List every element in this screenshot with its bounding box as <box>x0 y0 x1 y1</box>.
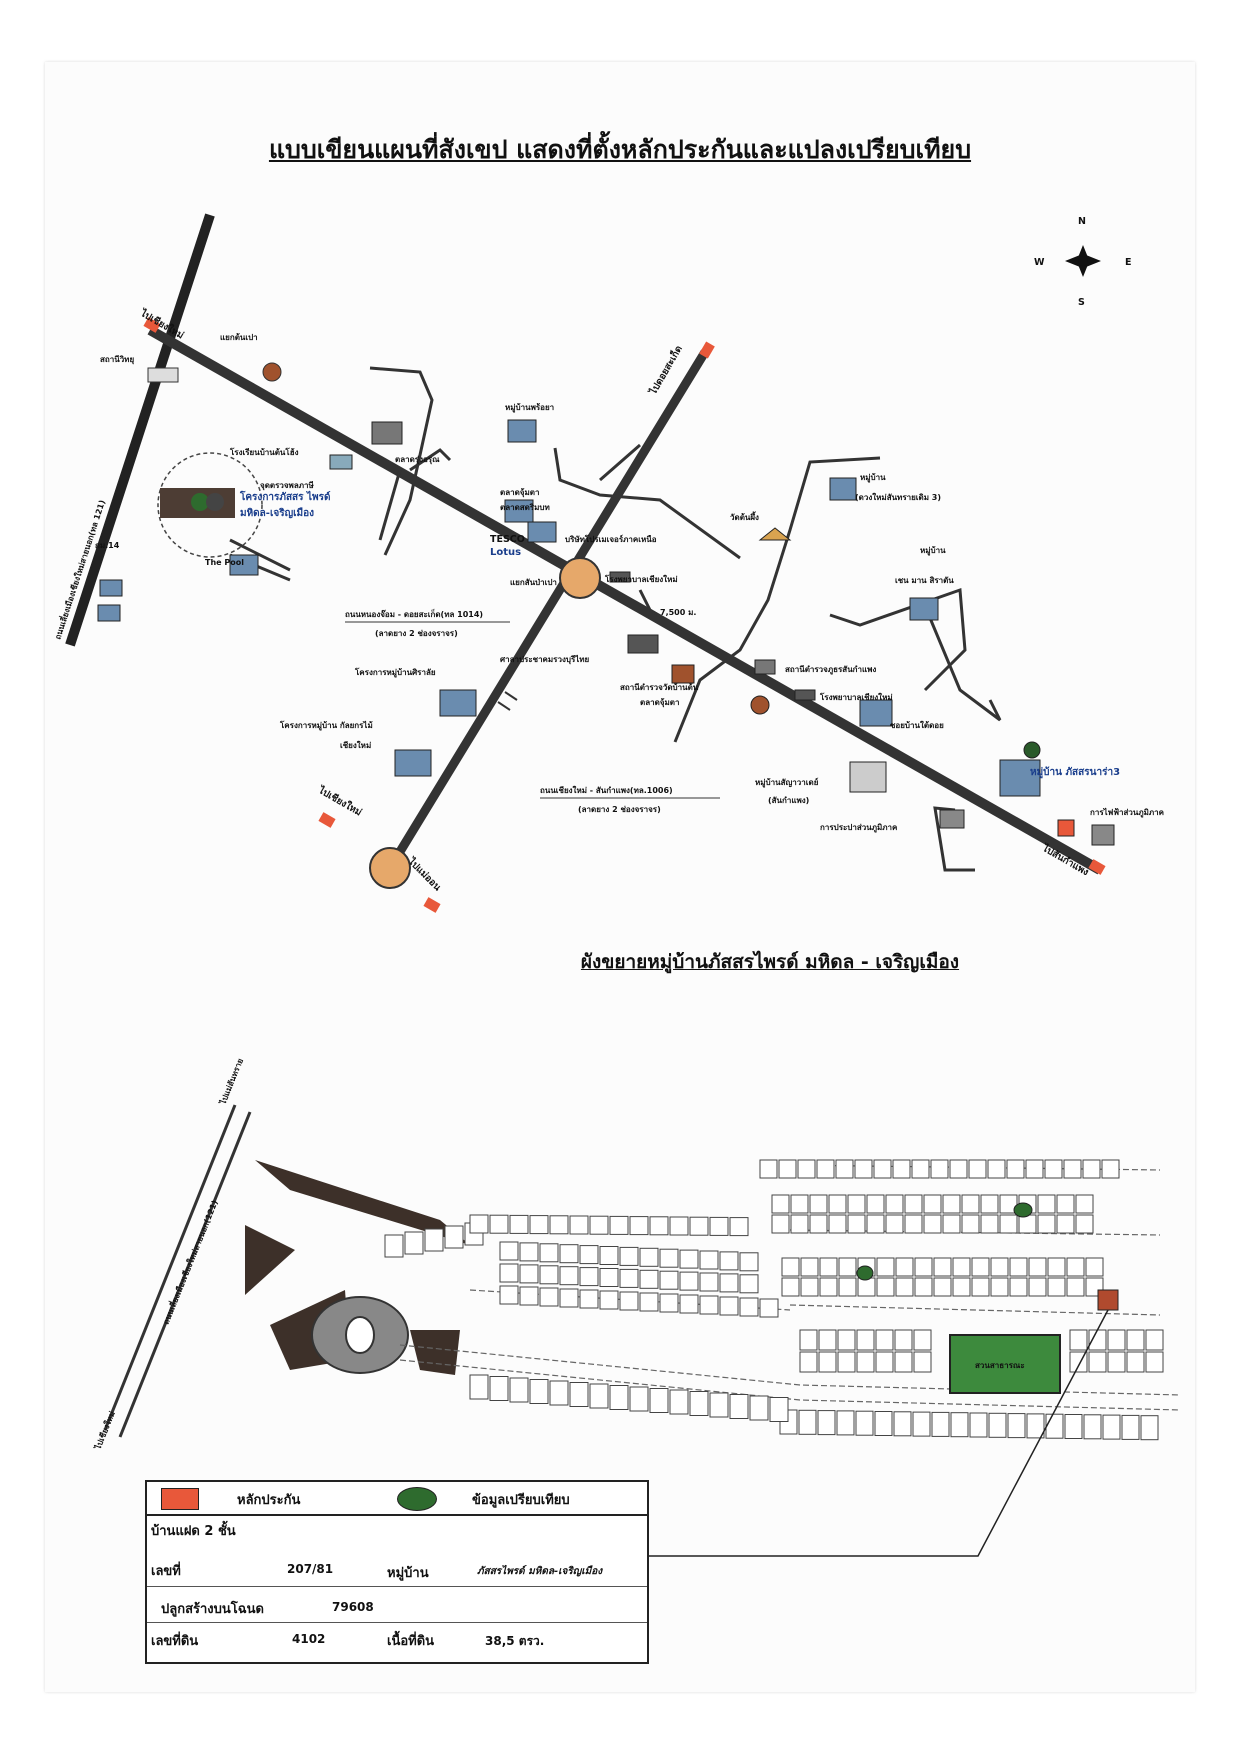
label-market: ตลาดจุ้มตา <box>500 487 539 498</box>
legend-village-label: หมู่บ้าน <box>387 1566 429 1581</box>
road-break <box>497 691 518 711</box>
label-police: สถานีตำรวจวัดบ้านต้น <box>620 682 699 692</box>
label-village-east: หมู่บ้าน <box>860 472 886 483</box>
highway-1014 <box>386 349 709 871</box>
label-company: บริษัทโปรเมเจอร์ภาคเหนือ <box>565 534 657 544</box>
label-village-pk2: (สันกำแพง) <box>768 796 809 805</box>
roundabout-center <box>559 557 601 599</box>
label-to-maeon: ไปแม่ออน <box>405 855 444 894</box>
label-village-siri: หมู่บ้าน <box>920 545 946 556</box>
project-zone <box>157 452 263 558</box>
label-road-1014-b: (ลาดยาง 2 ช่องจราจร) <box>375 629 458 638</box>
legend-type: บ้านแฝด 2 ชั้น <box>151 1524 236 1539</box>
legend-deed-value: 79608 <box>332 1600 374 1614</box>
location-map: N S W E ไปเชียงใหม่ ไปดอยสะเก็ด ไปเชียงใ… <box>51 213 1164 913</box>
legend-area-label: เนื้อที่ดิน <box>387 1634 435 1649</box>
highway-1006 <box>147 325 1103 875</box>
label-km14: กม.14 <box>95 541 120 550</box>
landmark-icons <box>97 362 1115 846</box>
label-village-siri-2: เชน มาน สิราตัน <box>895 576 954 585</box>
label-station: สถานีตำรวจภูธรสันกำแพง <box>785 664 876 675</box>
label-fair-school: โรงพยาบาลเชียงใหม่ <box>604 574 678 584</box>
roundabout-south <box>369 847 411 889</box>
label-road-1006-b: (ลาดยาง 2 ช่องจราจร) <box>578 805 661 814</box>
label-project-1: โครงการภัสสร ไพรด์ <box>239 490 331 503</box>
collateral-swatch <box>161 1488 199 1510</box>
label-big-market: ตลาดรุ่งอรุณ <box>395 455 440 465</box>
legend-no-label: เลขที่ <box>151 1564 181 1579</box>
compare-swatch <box>397 1487 437 1511</box>
legend-collateral-label: หลักประกัน <box>237 1493 301 1508</box>
label-pea: การประปาส่วนภูมิภาค <box>820 823 897 833</box>
label-village-project-b2: เชียงใหม่ <box>340 740 371 750</box>
label-distance: 7,500 ม. <box>660 608 696 617</box>
label-lotus: Lotus <box>490 547 521 558</box>
map-title: แบบเขียนแผนที่สังเขป แสดงที่ตั้งหลักประก… <box>268 135 972 164</box>
label-village-right: หมู่บ้าน ภัสสรนาร่า3 <box>1030 766 1120 779</box>
legend-land-no-value: 4102 <box>292 1632 326 1646</box>
label-soi: ซอยบ้านใต้ดอย <box>890 720 944 730</box>
legend-area-value: 38,5 ตรว. <box>485 1634 545 1648</box>
label-village-east-2: (ดวงใหม่สันทรายเดิม 3) <box>855 492 941 502</box>
collateral-marker <box>206 493 224 511</box>
label-project-2: มหิดล-เจริญเมือง <box>240 507 314 519</box>
label-temple-2: ศาลาประชาคมรวงบุรีไทย <box>500 654 590 665</box>
label-market-small: ตลาดจุ้มตา <box>640 697 679 708</box>
layout-title: ผังขยายหมู่บ้านภัสสรไพรด์ มหิดล - เจริญเ… <box>580 951 960 973</box>
legend-village-value: ภัสสรไพรด์ มหิดล-เจริญเมือง <box>477 1566 603 1577</box>
label-pool: The Pool <box>205 558 244 567</box>
label-tesco: TESCO <box>490 534 525 545</box>
road-end-markers <box>143 317 1106 913</box>
compass-n: N <box>1078 216 1086 227</box>
legend-compare-label: ข้อมูลเปรียบเทียบ <box>472 1493 570 1508</box>
label-village-tonkoyom: หมู่บ้านพร้อยา <box>505 402 554 413</box>
label-village-project-b: โครงการหมู่บ้าน กัลยกรไม้ <box>279 720 373 731</box>
label-fair-school-2: โรงพยาบาลเชียงใหม่ <box>819 692 893 702</box>
label-pea2: การไฟฟ้าส่วนภูมิภาค <box>1090 807 1164 818</box>
legend-no-value: 207/81 <box>287 1562 334 1576</box>
label-tpt: สถานีวิทยุ <box>100 354 134 365</box>
compare-marker <box>191 493 209 511</box>
compass-s: S <box>1078 297 1085 308</box>
minor-roads <box>229 366 1002 872</box>
label-village-project-a: โครงการหมู่บ้านศิราลัย <box>354 667 436 678</box>
compass-rose <box>1065 245 1101 277</box>
label-road-1006-a: ถนนเชียงใหม่ - สันกำแพง(ทล.1006) <box>540 785 673 795</box>
legend-deed-label: ปลูกสร้างบนโฉนด <box>161 1602 264 1617</box>
legend-box: หลักประกัน ข้อมูลเปรียบเทียบ บ้านแฝด 2 ช… <box>145 1480 649 1664</box>
outer-ring-road <box>65 213 215 647</box>
label-bridge: แยกต้นเปา <box>220 332 258 342</box>
label-wat2: จุดตรวจพลภาษี <box>260 480 314 491</box>
label-market2: ตลาดสดริมบท <box>500 503 550 512</box>
label-wat: วัดต้นผึ้ง <box>730 511 759 522</box>
compass-e: E <box>1125 257 1132 268</box>
label-road-1014-a: ถนนหนองจ๊อม - ดอยสะเก็ด(ทล 1014) <box>345 608 483 619</box>
label-school: โรงเรียนบ้านต้นโฮ้ง <box>229 447 299 457</box>
label-village-pk: หมู่บ้านสัญาวาเดย์ <box>755 777 819 788</box>
legend-land-no-label: เลขที่ดิน <box>151 1634 199 1649</box>
compass-w: W <box>1034 257 1045 268</box>
label-park: แยกสันป่าเปา <box>510 578 557 587</box>
